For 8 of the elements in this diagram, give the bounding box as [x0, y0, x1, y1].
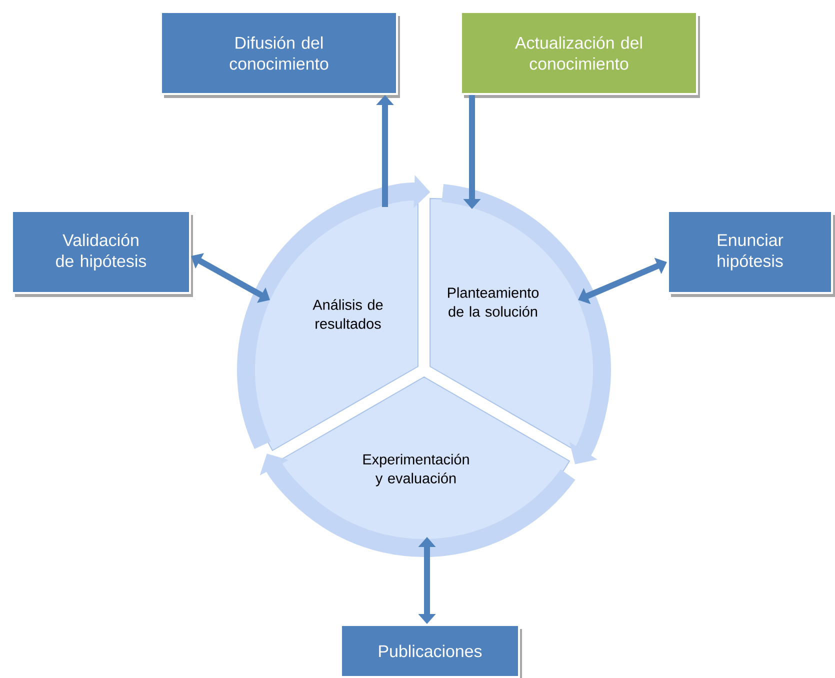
- process-box: Enunciar hipótesis: [667, 210, 835, 297]
- process-box: Publicaciones: [340, 624, 522, 678]
- process-box: Actualización del conocimiento: [460, 11, 700, 98]
- circle-sector: Planteamiento de la solución: [430, 198, 599, 451]
- process-box: Validación de hipótesis: [11, 210, 193, 297]
- circle-sector: Análisis de resultados: [249, 198, 418, 451]
- process-box: Difusión del conocimiento: [160, 11, 400, 98]
- circle-sector: Experimentación y evaluación: [278, 376, 570, 546]
